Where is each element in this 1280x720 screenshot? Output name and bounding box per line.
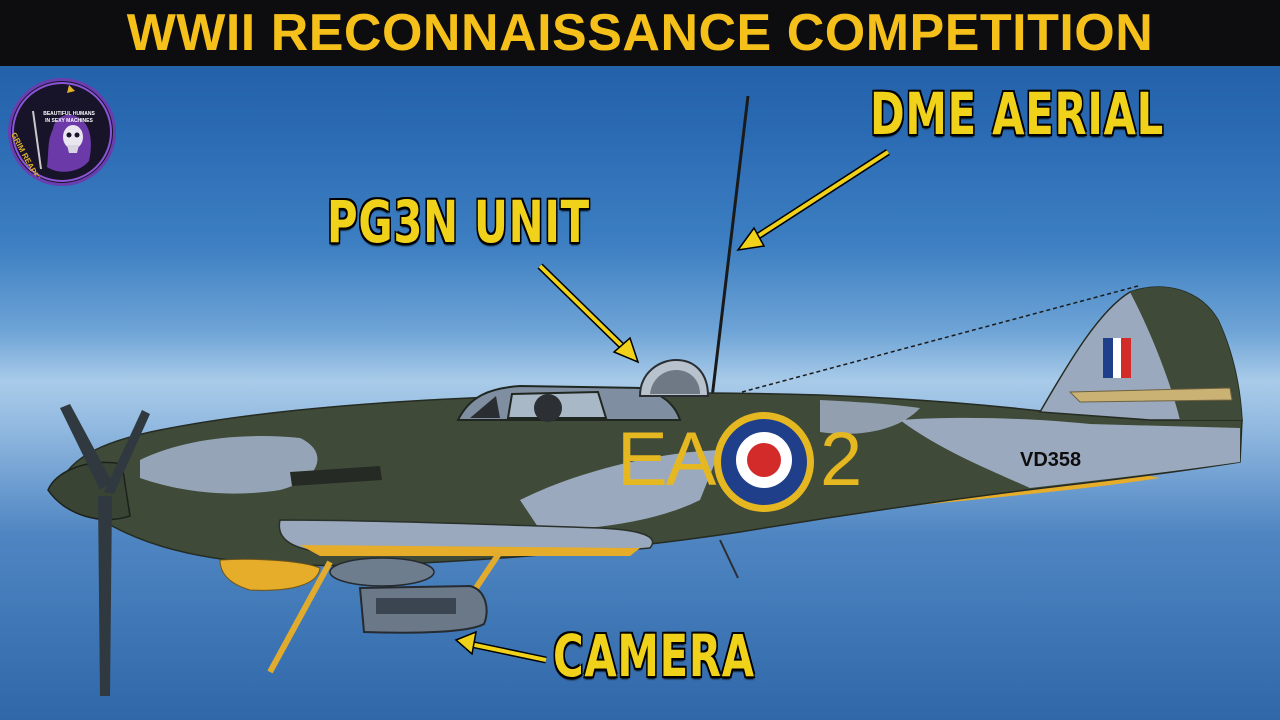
tail-antenna — [719, 539, 739, 579]
landing-gear-leg — [267, 560, 333, 674]
callout-pg3n-unit: PG3N UNIT — [327, 188, 590, 256]
fin-flash-red — [1121, 338, 1131, 378]
camo-patch — [520, 450, 720, 530]
reaper-icon — [12, 82, 112, 182]
propeller-blade — [60, 404, 112, 490]
callout-camera: CAMERA — [553, 622, 755, 690]
camera-pod-detail — [376, 598, 456, 614]
aircraft-code-left: EA — [617, 417, 716, 502]
tail-fin-camo — [1130, 287, 1242, 420]
tailplane — [1068, 387, 1233, 403]
title-bar: WWII RECONNAISSANCE COMPETITION — [0, 0, 1280, 66]
fin-flash-blue — [1103, 338, 1113, 378]
aerial-wire — [741, 285, 1139, 393]
roundel-red — [747, 443, 781, 477]
video-title: WWII RECONNAISSANCE COMPETITION — [126, 4, 1154, 62]
exhaust — [290, 466, 382, 486]
radiator — [219, 558, 321, 591]
arrow-dme — [736, 149, 890, 252]
fin-flash-white — [1113, 338, 1121, 378]
camo-patch — [140, 436, 318, 494]
callout-dme-aerial: DME AERIAL — [870, 80, 1164, 148]
propeller-blade — [98, 496, 112, 696]
channel-logo: BEAUTIFUL HUMANS IN SEXY MACHINES GRIM R… — [8, 78, 116, 186]
logo-text-line1: BEAUTIFUL HUMANS — [43, 111, 95, 117]
dme-aerial-mast — [710, 95, 750, 399]
wing-underside — [300, 545, 640, 556]
camo-patch — [900, 417, 1240, 488]
pg3n-dome-inner — [650, 370, 700, 394]
arrow-pg3n — [537, 263, 640, 364]
aircraft-code-right: 2 — [820, 417, 863, 502]
pilot-head — [534, 394, 562, 422]
camo-patch — [820, 400, 920, 434]
drop-tank — [329, 557, 435, 587]
logo-text-line2: IN SEXY MACHINES — [45, 118, 93, 124]
arrow-camera — [454, 630, 547, 664]
aircraft-serial: VD358 — [1020, 449, 1082, 471]
canopy-frame — [470, 396, 500, 418]
propeller-blade — [104, 410, 150, 494]
